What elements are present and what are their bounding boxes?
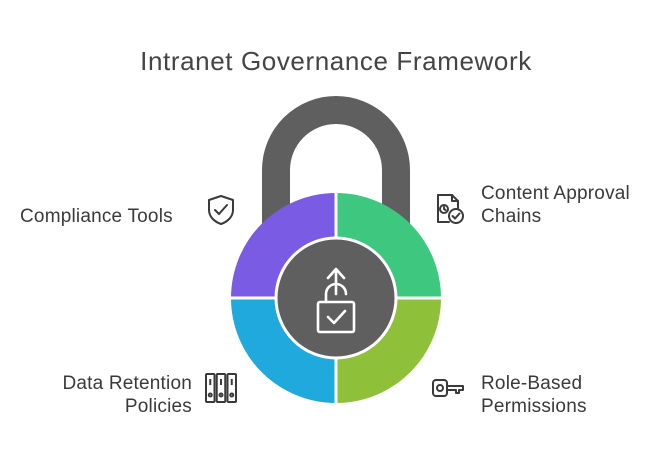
key-icon (431, 372, 465, 406)
label-content-line-1: Content Approval (481, 183, 630, 204)
document-check-icon (432, 192, 466, 226)
page-title: Intranet Governance Framework (140, 46, 532, 76)
label-role-line-1: Role-Based (481, 373, 583, 394)
label-compliance-line: Compliance Tools (20, 206, 173, 227)
label-retention: Data Retention Policies (20, 372, 192, 418)
label-role-line-2: Permissions (481, 396, 587, 417)
label-retention-line-1: Data Retention (62, 373, 192, 394)
label-content: Content Approval Chains (481, 182, 630, 228)
unlocked-padlock-icon (316, 267, 356, 334)
binders-icon (204, 371, 238, 405)
label-retention-line-2: Policies (124, 396, 192, 417)
label-content-line-2: Chains (481, 206, 542, 227)
label-role: Role-Based Permissions (481, 372, 587, 418)
lock-core (274, 236, 398, 360)
lock-shackle (262, 96, 410, 228)
shield-check-icon (204, 193, 238, 227)
label-compliance: Compliance Tools (20, 205, 173, 228)
